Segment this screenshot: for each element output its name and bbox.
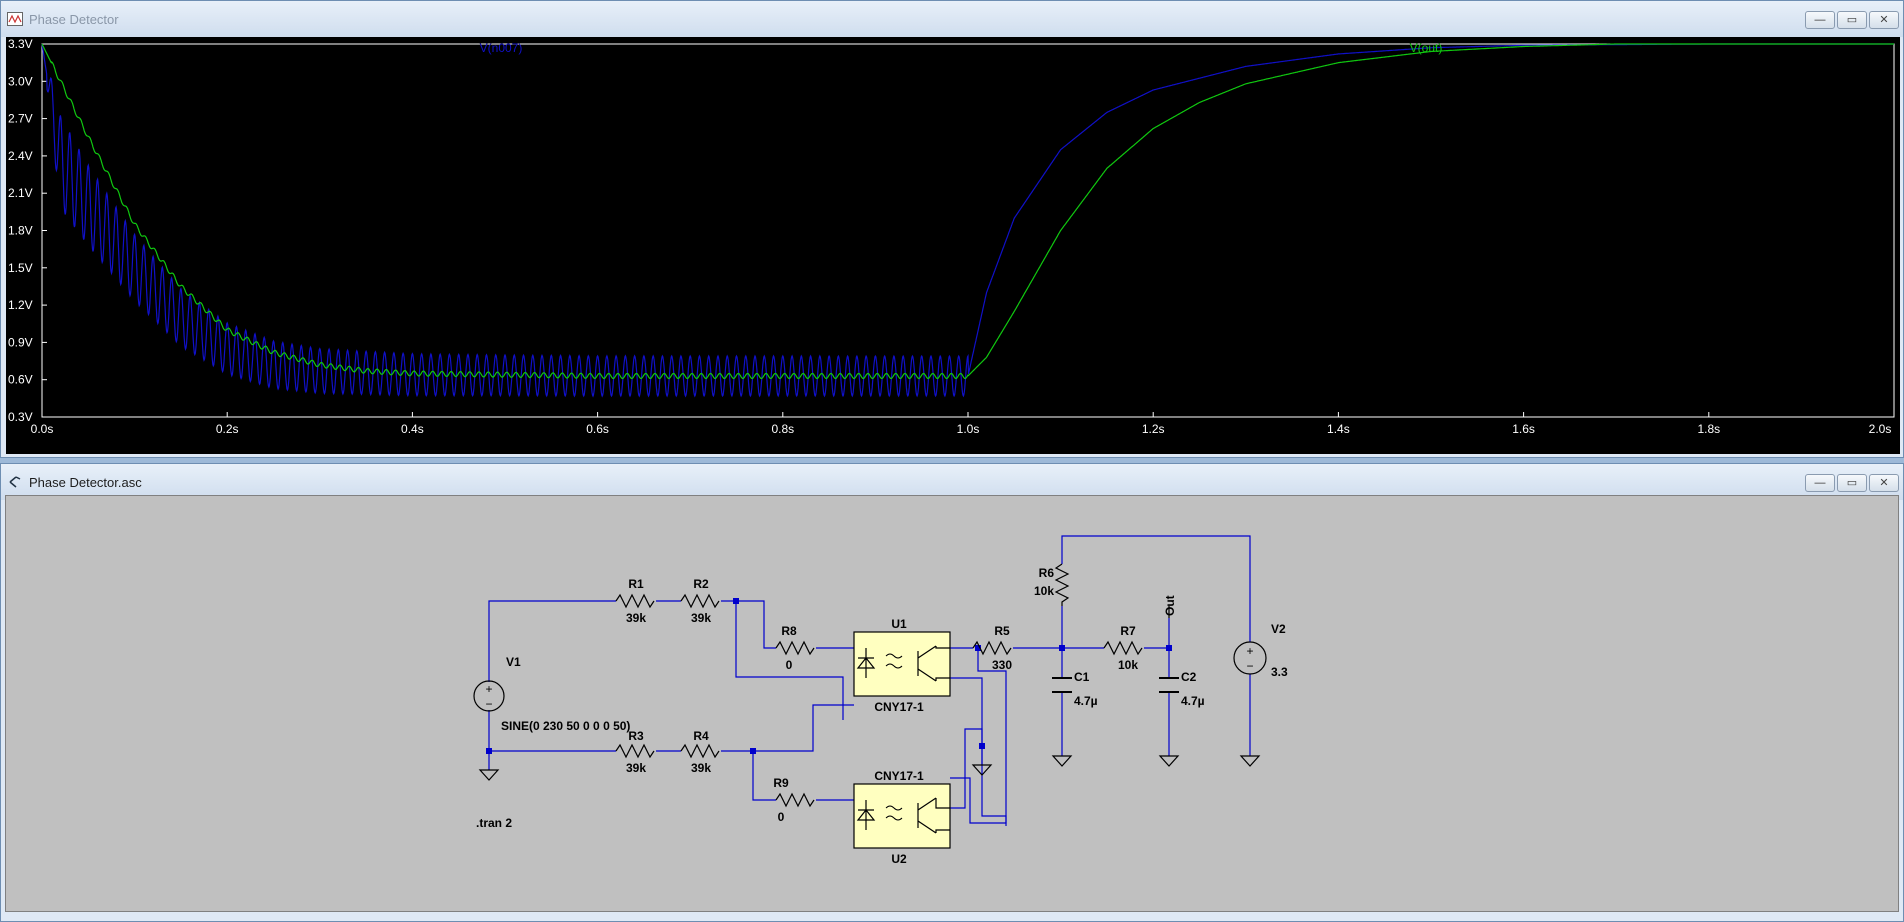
y-tick-label: 2.4V <box>8 149 33 163</box>
r3-name: R3 <box>628 729 644 743</box>
r4-symbol <box>680 743 720 759</box>
r1-symbol <box>615 593 655 609</box>
u2-name: U2 <box>891 852 907 866</box>
x-tick-label: 2.0s <box>1869 422 1892 436</box>
c2-name: C2 <box>1181 670 1197 684</box>
x-tick-label: 1.4s <box>1327 422 1350 436</box>
svg-text:−: − <box>485 697 492 711</box>
y-tick-label: 3.3V <box>8 37 33 51</box>
c1-value: 4.7µ <box>1074 694 1098 708</box>
r5-symbol <box>972 640 1012 656</box>
x-tick-label: 1.8s <box>1697 422 1720 436</box>
net-label-out[interactable]: Out <box>1163 595 1177 616</box>
capacitor-symbols <box>1052 677 1179 693</box>
r8-symbol <box>775 640 815 656</box>
r4-name: R4 <box>693 729 709 743</box>
junctions <box>486 598 1172 754</box>
c1-name: C1 <box>1074 670 1090 684</box>
v2-source-symbol: + − <box>1233 641 1267 675</box>
r6-symbol <box>1054 563 1070 606</box>
r9-value: 0 <box>778 810 785 824</box>
r9-name: R9 <box>773 776 789 790</box>
trace-v-n007[interactable] <box>41 43 1894 398</box>
y-tick-label: 2.7V <box>8 112 33 126</box>
x-tick-label: 0.4s <box>401 422 424 436</box>
r2-name: R2 <box>693 577 709 591</box>
x-tick-label: 0.8s <box>771 422 794 436</box>
u2-value: CNY17-1 <box>874 769 924 783</box>
c2-value: 4.7µ <box>1181 694 1205 708</box>
plot-window-titlebar[interactable]: Phase Detector — ▭ ✕ <box>1 1 1903 37</box>
r7-name: R7 <box>1120 624 1136 638</box>
y-tick-label: 0.3V <box>8 410 33 424</box>
y-tick-label: 0.6V <box>8 373 33 387</box>
legend-v-n007[interactable]: V(n007) <box>480 41 523 55</box>
r8-value: 0 <box>786 658 793 672</box>
r3-symbol <box>615 743 655 759</box>
schematic-app-icon <box>9 476 21 488</box>
r8-name: R8 <box>781 624 797 638</box>
svg-text:+: + <box>485 682 492 696</box>
r7-value: 10k <box>1118 658 1138 672</box>
ground-symbols <box>478 755 1261 781</box>
r2-value: 39k <box>691 611 711 625</box>
x-tick-label: 0.6s <box>586 422 609 436</box>
x-tick-label: 1.6s <box>1512 422 1535 436</box>
y-tick-label: 1.8V <box>8 224 33 238</box>
r6-value: 10k <box>1034 584 1054 598</box>
v1-value: SINE(0 230 50 0 0 0 50) <box>501 719 630 733</box>
schematic-drawing[interactable]: + − + − R1 39k R2 39k R3 39k <box>6 496 1898 911</box>
minimize-button[interactable]: — <box>1805 474 1835 492</box>
close-button[interactable]: ✕ <box>1869 11 1899 29</box>
legend-v-out[interactable]: V(out) <box>1410 41 1443 55</box>
y-tick-label: 0.9V <box>8 335 33 349</box>
r6-name: R6 <box>1039 566 1055 580</box>
minimize-button[interactable]: — <box>1805 11 1835 29</box>
r2-symbol <box>680 593 720 609</box>
v1-source-symbol: + − <box>473 680 505 712</box>
r9-symbol <box>775 792 815 808</box>
x-tick-label: 0.2s <box>216 422 239 436</box>
y-tick-label: 2.1V <box>8 186 33 200</box>
svg-text:−: − <box>1246 659 1253 673</box>
y-tick-label: 1.5V <box>8 261 33 275</box>
v1-name: V1 <box>506 655 521 669</box>
schematic-window-titlebar[interactable]: Phase Detector.asc — ▭ ✕ <box>1 464 1903 500</box>
r5-name: R5 <box>994 624 1010 638</box>
u1-optocoupler[interactable] <box>853 631 951 697</box>
r4-value: 39k <box>691 761 711 775</box>
wires <box>488 535 1251 826</box>
close-button[interactable]: ✕ <box>1869 474 1899 492</box>
maximize-button[interactable]: ▭ <box>1837 11 1867 29</box>
y-tick-label: 1.2V <box>8 298 33 312</box>
u1-name: U1 <box>891 617 907 631</box>
x-tick-label: 1.0s <box>957 422 980 436</box>
plot-window-title: Phase Detector <box>29 12 119 27</box>
resistor-symbols <box>615 563 1170 808</box>
r5-value: 330 <box>992 658 1012 672</box>
u2-optocoupler[interactable] <box>853 783 951 849</box>
u1-value: CNY17-1 <box>874 700 924 714</box>
waveform-app-icon <box>7 12 23 26</box>
schematic-window-title: Phase Detector.asc <box>29 475 142 490</box>
maximize-button[interactable]: ▭ <box>1837 474 1867 492</box>
trace-v-out[interactable] <box>41 43 1894 380</box>
spice-directive[interactable]: .tran 2 <box>476 816 512 830</box>
r3-value: 39k <box>626 761 646 775</box>
schematic-canvas[interactable]: + − + − R1 39k R2 39k R3 39k <box>5 495 1899 912</box>
x-tick-label: 0.0s <box>31 422 54 436</box>
r1-value: 39k <box>626 611 646 625</box>
plot-window: Phase Detector — ▭ ✕ 3.3V 3.0V 2.7V 2.4V 2.1… <box>0 0 1904 458</box>
v2-value: 3.3 <box>1271 665 1288 679</box>
r1-name: R1 <box>628 577 644 591</box>
r7-symbol <box>1103 640 1143 656</box>
y-tick-label: 3.0V <box>8 74 33 88</box>
v2-name: V2 <box>1271 622 1286 636</box>
waveform-plot-pane[interactable]: 3.3V 3.0V 2.7V 2.4V 2.1V 1.8V 1.5V 1.2V 0.9V 0.6V… <box>6 37 1900 454</box>
x-tick-label: 1.2s <box>1142 422 1165 436</box>
waveform-chart[interactable]: 3.3V 3.0V 2.7V 2.4V 2.1V 1.8V 1.5V 1.2V 0.9V 0.6V… <box>6 37 1900 454</box>
svg-text:+: + <box>1246 644 1253 658</box>
